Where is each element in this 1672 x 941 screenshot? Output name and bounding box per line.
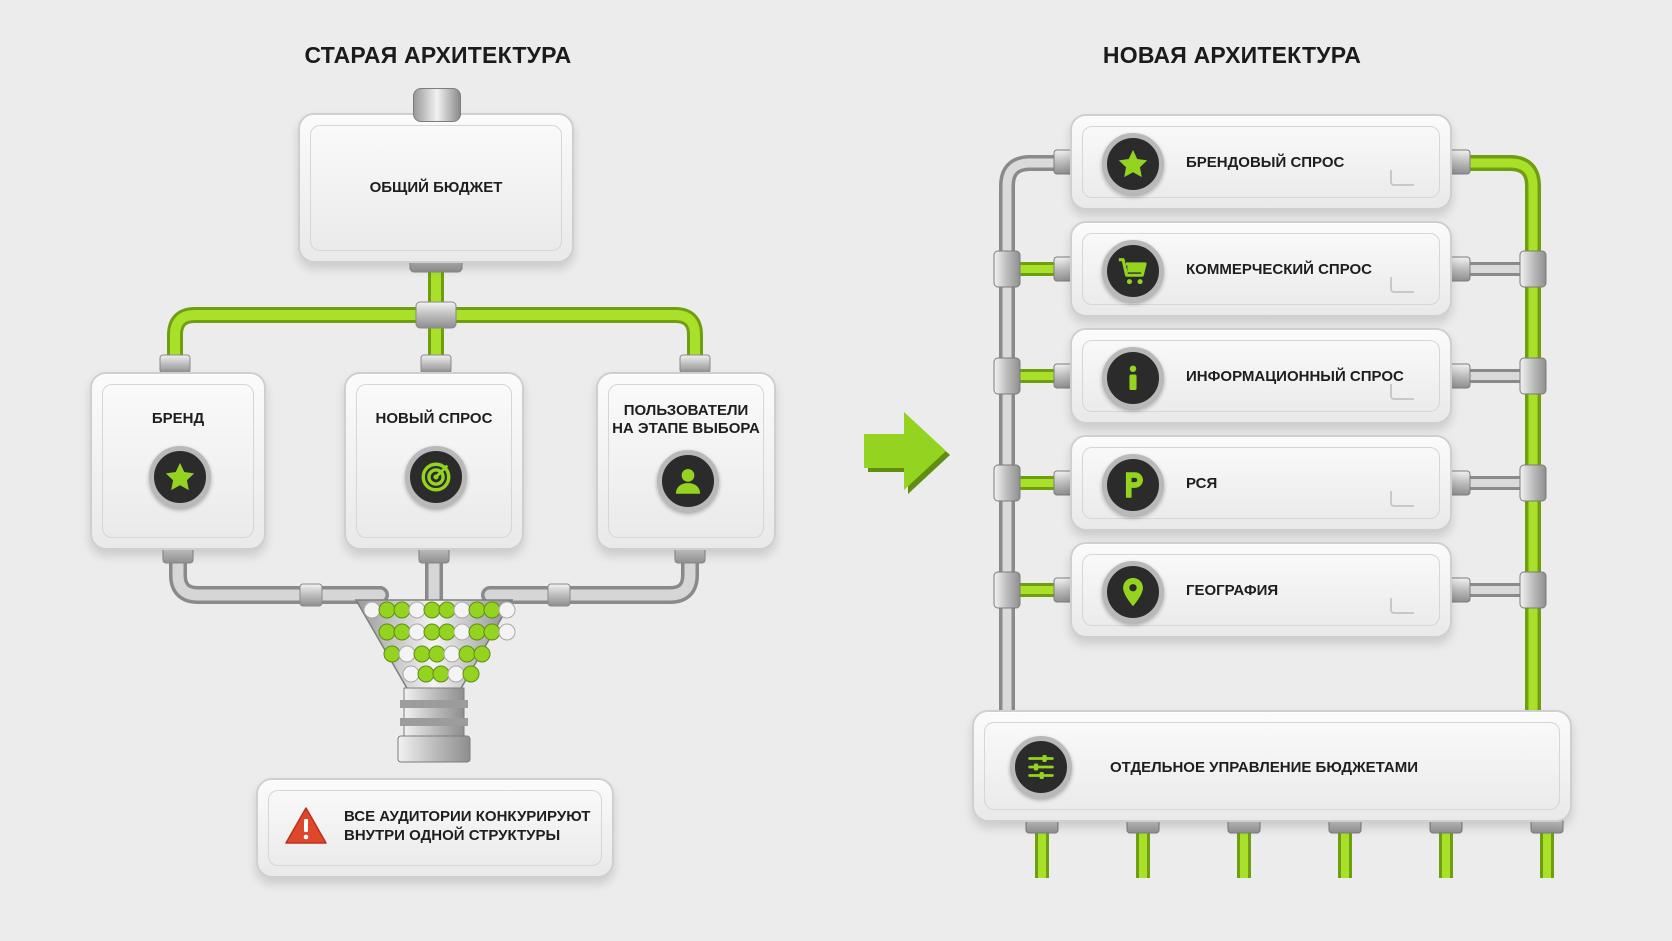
budget-control-box: ОТДЕЛЬНОЕ УПРАВЛЕНИЕ БЮДЖЕТАМИ [972, 710, 1572, 822]
result-box: ВСЕ АУДИТОРИИ КОНКУРИРУЮТ ВНУТРИ ОДНОЙ С… [256, 778, 614, 878]
node-new-demand-label: НОВЫЙ СПРОС [375, 410, 493, 427]
budget-tank: ОБЩИЙ БЮДЖЕТ [298, 113, 574, 263]
outlet-pipes [1025, 814, 1564, 878]
budget-cap [413, 88, 461, 122]
warning-icon [284, 806, 328, 846]
panel-bracket [1390, 384, 1414, 400]
node-choosing-users: ПОЛЬЗОВАТЕЛИ НА ЭТАПЕ ВЫБОРА [596, 372, 776, 550]
result-line-2: ВНУТРИ ОДНОЙ СТРУКТУРЫ [344, 827, 561, 844]
ball [438, 623, 456, 641]
tee-fitting [1519, 571, 1547, 609]
node-choosing-users-label-2: НА ЭТАПЕ ВЫБОРА [612, 420, 760, 437]
new-architecture-title: НОВАЯ АРХИТЕКТУРА [1102, 42, 1362, 68]
ball [398, 645, 416, 663]
ball [423, 601, 441, 619]
ball [453, 601, 471, 619]
ball [438, 601, 456, 619]
node-choosing-users-label-1: ПОЛЬЗОВАТЕЛИ [623, 402, 749, 419]
ball [462, 665, 480, 683]
ball-pile [363, 601, 516, 683]
module-4: РСЯ [1070, 435, 1452, 531]
ball [378, 623, 396, 641]
ball [402, 665, 420, 683]
module-2: КОММЕРЧЕСКИЙ СПРОС [1070, 221, 1452, 317]
node-brand-label: БРЕНД [151, 410, 205, 427]
ball [498, 623, 516, 641]
ball [413, 645, 431, 663]
result-line-1: ВСЕ АУДИТОРИИ КОНКУРИРУЮТ [344, 808, 591, 825]
module-label: ГЕОГРАФИЯ [1186, 582, 1279, 599]
tee-fitting [993, 571, 1021, 609]
cart-icon [1102, 240, 1164, 302]
module-1: БРЕНДОВЫЙ СПРОС [1070, 114, 1452, 210]
ball [443, 645, 461, 663]
node-new-demand: НОВЫЙ СПРОС [344, 372, 524, 550]
ball [468, 623, 486, 641]
panel-bracket [1390, 491, 1414, 507]
ball [383, 645, 401, 663]
location-pin-icon [1102, 561, 1164, 623]
tee-fitting [1519, 464, 1547, 502]
ball [432, 665, 450, 683]
panel-bracket [1390, 277, 1414, 293]
module-branches [993, 149, 1547, 609]
user-icon [657, 450, 719, 512]
old-architecture-title: СТАРАЯ АРХИТЕКТУРА [304, 42, 572, 68]
ball [468, 601, 486, 619]
left-manifold [999, 155, 1070, 720]
ball [473, 645, 491, 663]
ball [408, 601, 426, 619]
node-brand: БРЕНД [90, 372, 266, 550]
module-label: ИНФОРМАЦИОННЫЙ СПРОС [1186, 368, 1404, 385]
panel-bracket [1390, 170, 1414, 186]
arrow-right-icon [864, 412, 950, 494]
tee-fitting [1519, 250, 1547, 288]
budget-label: ОБЩИЙ БЮДЖЕТ [369, 179, 503, 196]
ball [393, 601, 411, 619]
ball [423, 623, 441, 641]
ball [417, 665, 435, 683]
ball [393, 623, 411, 641]
tee-fitting [993, 250, 1021, 288]
module-label: РСЯ [1186, 475, 1218, 492]
ball [458, 645, 476, 663]
ball [483, 601, 501, 619]
ball [483, 623, 501, 641]
right-manifold [1454, 155, 1541, 720]
p-icon [1102, 454, 1164, 516]
tee-fitting [993, 357, 1021, 395]
tee-fitting [993, 464, 1021, 502]
control-label: ОТДЕЛЬНОЕ УПРАВЛЕНИЕ БЮДЖЕТАМИ [1110, 759, 1418, 776]
tee-fitting [1519, 357, 1547, 395]
ball [408, 623, 426, 641]
module-label: КОММЕРЧЕСКИЙ СПРОС [1186, 261, 1373, 278]
ball [428, 645, 446, 663]
module-label: БРЕНДОВЫЙ СПРОС [1186, 154, 1345, 171]
star-icon [1102, 133, 1164, 195]
ball [498, 601, 516, 619]
module-5: ГЕОГРАФИЯ [1070, 542, 1452, 638]
target-icon [405, 446, 467, 508]
ball [363, 601, 381, 619]
ball [378, 601, 396, 619]
panel-bracket [1390, 598, 1414, 614]
info-icon [1102, 347, 1164, 409]
ball [453, 623, 471, 641]
sliders-icon [1010, 736, 1072, 798]
module-3: ИНФОРМАЦИОННЫЙ СПРОС [1070, 328, 1452, 424]
ball [447, 665, 465, 683]
star-icon [149, 446, 211, 508]
